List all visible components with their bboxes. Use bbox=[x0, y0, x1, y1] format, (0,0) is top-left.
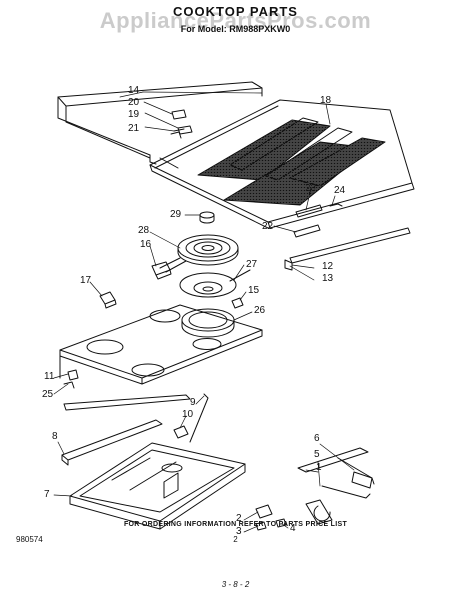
callout-18: 18 bbox=[320, 95, 332, 106]
front-trim-strip bbox=[284, 227, 411, 271]
rear-frame bbox=[57, 81, 263, 165]
infinite-switches bbox=[255, 504, 287, 531]
model-line: For Model: RM988PXKW0 bbox=[180, 24, 291, 34]
callout-9: 9 bbox=[190, 397, 196, 408]
callout-14: 14 bbox=[128, 85, 140, 96]
retainer-clips bbox=[170, 109, 193, 139]
switch-bracket bbox=[297, 447, 375, 525]
callout-19: 19 bbox=[128, 109, 140, 120]
bracket-clip bbox=[231, 297, 244, 309]
callout-2: 2 bbox=[236, 513, 242, 524]
page-title: COOKTOP PARTS bbox=[173, 4, 298, 19]
page-number: 2 bbox=[233, 535, 238, 544]
callout-6: 6 bbox=[314, 433, 320, 444]
cooktop-top bbox=[59, 304, 263, 385]
callout-3: 3 bbox=[236, 526, 242, 537]
bottom-code: 3 - 8 - 2 bbox=[221, 580, 250, 589]
callout-20: 20 bbox=[128, 97, 140, 108]
burner-box bbox=[69, 442, 246, 530]
side-channel bbox=[61, 419, 163, 466]
callout-17: 17 bbox=[80, 275, 92, 286]
callout-8: 8 bbox=[52, 431, 58, 442]
callout-27: 27 bbox=[246, 259, 258, 270]
callout-21: 21 bbox=[128, 123, 140, 134]
mounting-block bbox=[99, 291, 117, 309]
watermark: AppliancePartsPros.com bbox=[99, 8, 372, 33]
callout-12: 12 bbox=[322, 261, 334, 272]
callout-5: 5 bbox=[314, 449, 320, 460]
drip-bowl bbox=[179, 269, 251, 298]
callout-11: 11 bbox=[44, 371, 55, 382]
callout-24: 24 bbox=[334, 185, 346, 196]
ordering-note: FOR ORDERING INFORMATION REFER TO PARTS … bbox=[123, 521, 348, 528]
callout-10: 10 bbox=[182, 409, 194, 420]
trim-brackets bbox=[293, 203, 343, 238]
callout-4: 4 bbox=[290, 523, 296, 534]
callout-23: 23 bbox=[305, 183, 317, 194]
surface-element bbox=[159, 234, 239, 273]
callout-16: 16 bbox=[140, 239, 152, 250]
document-number: 980574 bbox=[16, 535, 43, 544]
callout-1: 1 bbox=[316, 462, 322, 473]
callout-22: 22 bbox=[262, 221, 274, 232]
element-cap bbox=[199, 211, 215, 224]
frame-bar bbox=[63, 394, 191, 411]
callout-25: 25 bbox=[42, 389, 54, 400]
element-receptacle bbox=[151, 261, 172, 280]
vent-panel-assembly bbox=[149, 99, 415, 229]
side-clips bbox=[63, 369, 79, 389]
callout-26: 26 bbox=[254, 305, 266, 316]
callout-28: 28 bbox=[138, 225, 150, 236]
callout-29: 29 bbox=[170, 209, 182, 220]
leader-lines bbox=[53, 91, 355, 533]
callout-7: 7 bbox=[44, 489, 50, 500]
callout-15: 15 bbox=[248, 285, 260, 296]
callout-13: 13 bbox=[322, 273, 334, 284]
